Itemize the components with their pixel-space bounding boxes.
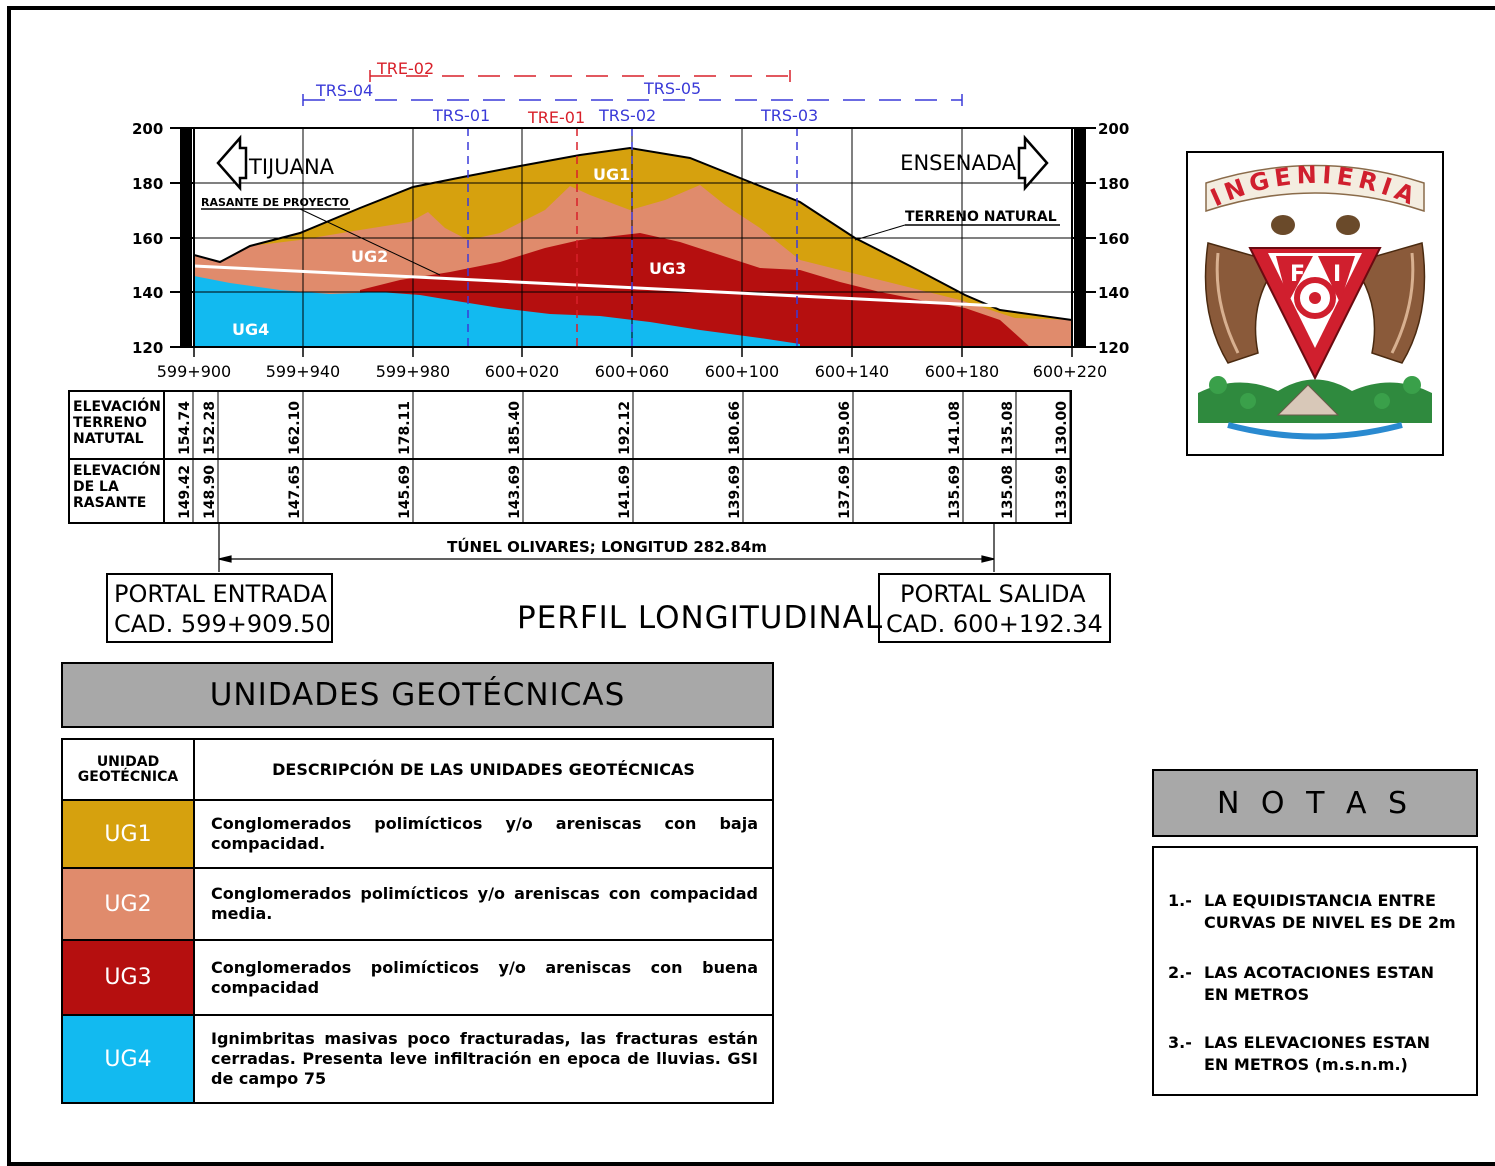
longitudinal-profile: 200 180 160 140 120 200 180 160 140 120 …	[68, 59, 1129, 572]
svg-text:INGENIERIA: INGENIERIA	[1206, 161, 1423, 212]
svg-text:160: 160	[1098, 230, 1129, 248]
grade-elevation-value: 147.65	[287, 465, 303, 519]
svg-text:140: 140	[1098, 284, 1129, 302]
grade-elevation-value: 143.69	[507, 465, 523, 519]
terrain-elevation-value: 152.28	[202, 401, 218, 455]
svg-text:TRS-02: TRS-02	[598, 106, 656, 125]
unam-fi-logo: INGENIERIA F I	[1198, 161, 1432, 440]
terrain-elevation-value: 159.06	[837, 401, 853, 455]
arrow-left-icon	[216, 134, 248, 192]
portal-entrada-box: PORTAL ENTRADA CAD. 599+909.50	[106, 573, 333, 643]
svg-text:F: F	[1290, 262, 1305, 287]
svg-text:I: I	[1333, 262, 1341, 287]
svg-text:600+180: 600+180	[925, 362, 999, 381]
table-row: UG1 Conglomerados polimícticos y/o areni…	[61, 799, 774, 869]
terrain-elevation-value: 141.08	[947, 401, 963, 455]
grade-line	[194, 264, 1001, 308]
logo-box: INGENIERIA F I	[1186, 151, 1444, 456]
svg-text:120: 120	[1098, 339, 1129, 357]
terrain-elevation-value: 180.66	[727, 401, 743, 455]
table-row: UG3 Conglomerados polimícticos y/o areni…	[61, 939, 774, 1016]
label-terreno: TERRENO NATURAL	[905, 209, 1057, 225]
grade-elevation-value: 135.08	[1000, 465, 1016, 519]
tunnel-length-label: TÚNEL OLIVARES; LONGITUD 282.84m	[447, 537, 767, 556]
svg-text:120: 120	[132, 339, 163, 357]
unit-desc: Conglomerados polimícticos y/o areniscas…	[193, 799, 774, 869]
notes-box: 1.-LA EQUIDISTANCIA ENTRE CURVAS DE NIVE…	[1152, 846, 1478, 1096]
grade-elevation-value: 133.69	[1054, 465, 1070, 519]
unit-swatch-ug1: UG1	[61, 799, 195, 869]
svg-text:UG2: UG2	[351, 247, 388, 266]
grade-elevation-value: 145.69	[397, 465, 413, 519]
unit-swatch-ug2: UG2	[61, 867, 195, 941]
svg-text:180: 180	[132, 175, 163, 193]
geo-units-heading: UNIDADES GEOTÉCNICAS	[61, 662, 774, 728]
svg-text:600+100: 600+100	[705, 362, 779, 381]
grade-elevation-value: 135.69	[947, 465, 963, 519]
terrain-elevation-value: 135.08	[1000, 401, 1016, 455]
svg-text:600+220: 600+220	[1033, 362, 1107, 381]
svg-text:TRS-04: TRS-04	[315, 81, 373, 100]
terrain-elevation-value: 192.12	[617, 401, 633, 455]
terrain-elevation-value: 162.10	[287, 401, 303, 455]
grade-elevation-value: 139.69	[727, 465, 743, 519]
svg-text:600+020: 600+020	[485, 362, 559, 381]
label-ensenada: ENSENADA	[900, 151, 1016, 175]
unit-desc: Conglomerados polimícticos y/o areniscas…	[193, 867, 774, 941]
table-row: UG4 Ignimbritas masivas poco fracturadas…	[61, 1014, 774, 1104]
grade-elevation-value: 141.69	[617, 465, 633, 519]
unit-swatch-ug4: UG4	[61, 1014, 195, 1104]
grade-elevation-value: 137.69	[837, 465, 853, 519]
svg-text:599+940: 599+940	[266, 362, 340, 381]
unit-desc: Ignimbritas masivas poco fracturadas, la…	[193, 1014, 774, 1104]
svg-text:160: 160	[132, 230, 163, 248]
svg-text:TRE-01: TRE-01	[527, 108, 585, 127]
notes-heading: N O T A S	[1152, 769, 1478, 837]
svg-text:599+980: 599+980	[376, 362, 450, 381]
label-tijuana: TIJUANA	[248, 155, 335, 179]
unit-desc: Conglomerados polimícticos y/o areniscas…	[193, 939, 774, 1016]
main-title: PERFIL LONGITUDINAL	[517, 600, 884, 636]
svg-text:UG3: UG3	[649, 259, 686, 278]
arrow-right-icon	[1017, 134, 1049, 192]
grade-elevation-value: 148.90	[202, 465, 218, 519]
unit-swatch-ug3: UG3	[61, 939, 195, 1016]
note-item: 3.-LAS ELEVACIONES ESTAN EN METROS (m.s.…	[1168, 1033, 1431, 1074]
svg-text:180: 180	[1098, 175, 1129, 193]
note-item: 1.-LA EQUIDISTANCIA ENTRE CURVAS DE NIVE…	[1168, 891, 1456, 932]
note-item: 2.-LAS ACOTACIONES ESTAN EN METROS	[1168, 963, 1435, 1004]
svg-text:TRS-05: TRS-05	[643, 79, 701, 98]
svg-text:TRS-03: TRS-03	[760, 106, 818, 125]
grade-elevation-value: 149.42	[177, 465, 193, 519]
svg-text:TRE-02: TRE-02	[376, 59, 434, 78]
svg-text:UG1: UG1	[593, 165, 630, 184]
svg-text:200: 200	[1098, 120, 1129, 138]
terrain-elevation-value: 185.40	[507, 401, 523, 455]
col-desc-header: DESCRIPCIÓN DE LAS UNIDADES GEOTÉCNICAS	[193, 738, 774, 801]
svg-text:600+060: 600+060	[595, 362, 669, 381]
terrain-elevation-value: 178.11	[397, 401, 413, 455]
ug4-layer	[194, 276, 800, 347]
svg-text:UG4: UG4	[232, 320, 269, 339]
table-row: UG2 Conglomerados polimícticos y/o areni…	[61, 867, 774, 941]
svg-text:599+900: 599+900	[157, 362, 231, 381]
svg-text:200: 200	[132, 120, 163, 138]
svg-text:600+140: 600+140	[815, 362, 889, 381]
portal-salida-box: PORTAL SALIDA CAD. 600+192.34	[878, 573, 1111, 643]
terrain-elevation-value: 130.00	[1054, 401, 1070, 455]
svg-text:140: 140	[132, 284, 163, 302]
svg-text:TRS-01: TRS-01	[432, 106, 490, 125]
terrain-elevation-value: 154.74	[177, 401, 193, 455]
label-rasante: RASANTE DE PROYECTO	[201, 196, 349, 209]
